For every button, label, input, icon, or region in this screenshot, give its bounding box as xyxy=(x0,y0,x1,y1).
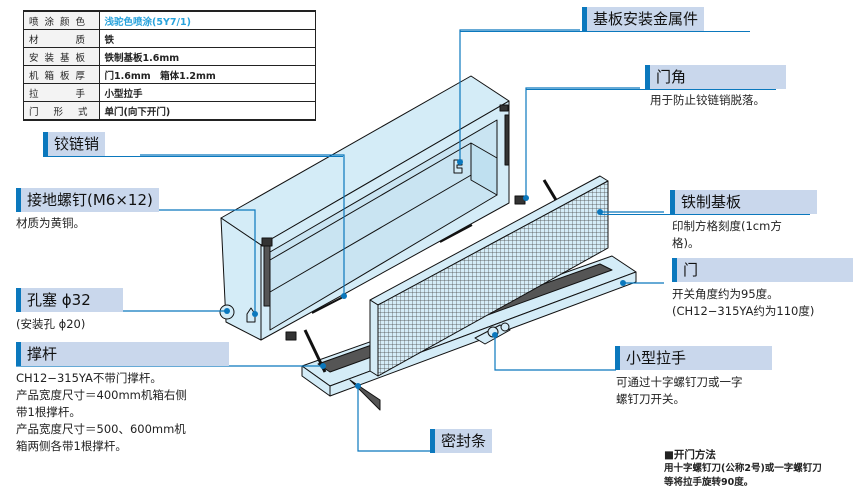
small-handle-desc: 可通过十字螺钉刀或一字 螺钉刀开关。 xyxy=(616,374,743,408)
label-door: 门 xyxy=(672,258,853,282)
open-method-title: ■开门方法 xyxy=(664,449,716,461)
label-iron-plate: 铁制基板 xyxy=(670,190,817,214)
spec-value: 单门(向下开门) xyxy=(98,101,317,121)
open-method-body: 用十字螺钉刀(公称2号)或一字螺钉刀 等将拉手旋转90度。 xyxy=(664,462,822,490)
desc-line: 螺钉刀开关。 xyxy=(616,392,685,406)
spec-row: 门 形 式单门(向下开门) xyxy=(23,101,317,121)
door-desc: 开关角度约为95度。 (CH12−315YA约为110度) xyxy=(672,286,814,320)
iron-plate-desc: 印制方格刻度(1cm方 格)。 xyxy=(672,218,782,252)
spec-key: 机箱板厚 xyxy=(23,65,100,84)
hole-plug-desc: (安装孔 ϕ20) xyxy=(16,317,86,331)
spec-table: 喷涂颜色浅驼色喷涂(5Y7/1) 材 质铁 安装基板铁制基板1.6mm 机箱板厚… xyxy=(23,10,317,121)
desc-line: 可通过十字螺钉刀或一字 xyxy=(616,375,743,389)
desc-line: 产品宽度尺寸＝500、600mm机 xyxy=(16,422,186,436)
label-small-handle: 小型拉手 xyxy=(615,346,772,370)
spec-value: 小型拉手 xyxy=(98,83,317,102)
spec-key: 安装基板 xyxy=(23,47,100,66)
spec-row: 机箱板厚门1.6mm 箱体1.2mm xyxy=(23,65,317,84)
leader-lines xyxy=(16,29,664,452)
desc-line: 格)。 xyxy=(672,236,700,250)
underline xyxy=(460,31,750,32)
door-corner-desc: 用于防止铰链销脱落。 xyxy=(650,93,765,107)
label-stay: 撑杆 xyxy=(16,342,229,366)
label-mounting-bracket: 基板安装金属件 xyxy=(582,7,705,31)
leader-dots xyxy=(224,159,626,389)
desc-line: 产品宽度尺寸＝400mm机箱右侧 xyxy=(16,388,187,402)
desc-line: 印制方格刻度(1cm方 xyxy=(672,219,782,233)
desc-line: 开关角度约为95度。 xyxy=(672,287,779,301)
spec-key: 材 质 xyxy=(23,29,100,48)
desc-line: CH12−315YA不带门撑杆。 xyxy=(16,371,162,385)
ground-screw-desc: 材质为黄铜。 xyxy=(16,216,85,230)
iron-plate xyxy=(369,175,609,377)
spec-row: 拉 手小型拉手 xyxy=(23,83,317,102)
label-hole-plug: 孔塞 ϕ32 xyxy=(16,288,123,312)
cabinet-body xyxy=(219,75,510,341)
method-line: 用十字螺钉刀(公称2号)或一字螺钉刀 xyxy=(664,463,822,474)
door-corner xyxy=(285,331,297,341)
spec-row: 安装基板铁制基板1.6mm xyxy=(23,47,317,66)
spec-key: 门 形 式 xyxy=(23,101,100,121)
spec-key: 喷涂颜色 xyxy=(23,10,100,30)
spec-key: 拉 手 xyxy=(23,83,100,102)
spec-row: 材 质铁 xyxy=(23,29,317,48)
spec-row: 喷涂颜色浅驼色喷涂(5Y7/1) xyxy=(23,10,317,30)
stay-desc: CH12−315YA不带门撑杆。 产品宽度尺寸＝400mm机箱右侧 带1根撑杆。… xyxy=(16,370,187,455)
label-ground-screw: 接地螺钉(M6×12) xyxy=(16,188,159,212)
hinge-pin xyxy=(311,295,346,314)
underline xyxy=(43,156,343,157)
desc-line: 箱两侧各带1根撑杆。 xyxy=(16,439,127,453)
underline xyxy=(600,214,810,215)
underline xyxy=(526,89,776,90)
label-hinge-pin: 铰链销 xyxy=(43,132,106,156)
method-line: 等将拉手旋转90度。 xyxy=(664,477,754,488)
label-door-corner: 门角 xyxy=(645,65,786,89)
hinge-pin xyxy=(439,224,473,243)
desc-line: (CH12−315YA约为110度) xyxy=(672,304,815,318)
desc-line: 带1根撑杆。 xyxy=(16,405,81,419)
label-seal-strip: 密封条 xyxy=(430,429,493,453)
